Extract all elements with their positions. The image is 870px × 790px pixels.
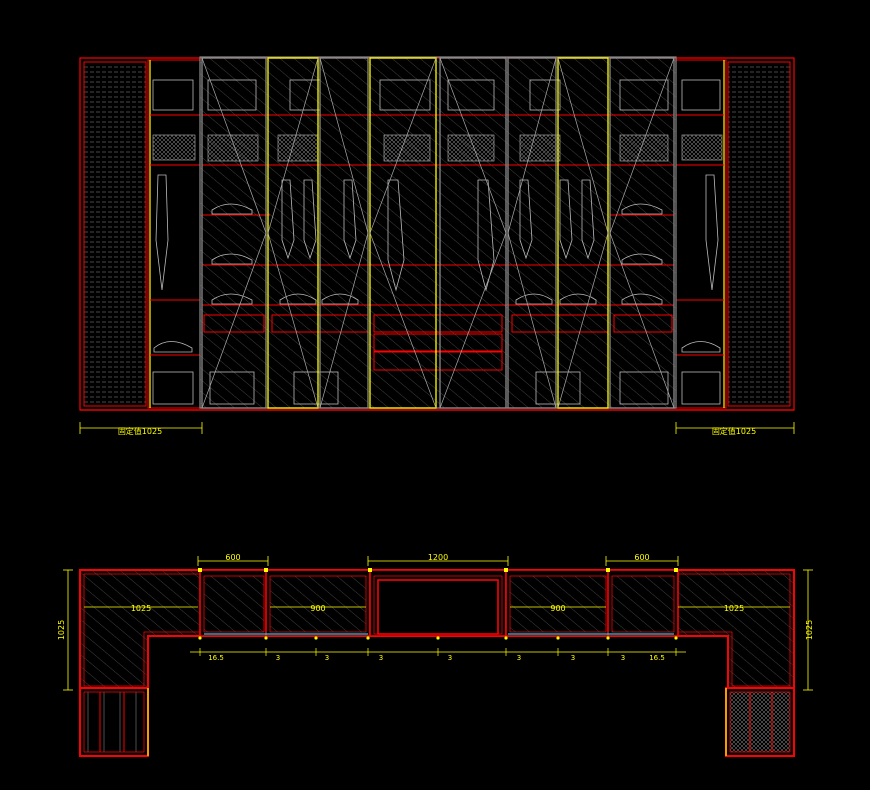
- plan-gap-dimension-5: 3: [448, 654, 452, 662]
- plan-side-dimension-lines: [63, 569, 813, 691]
- plan-bottom-left-cabinet: [79, 687, 149, 757]
- door-panels: [201, 57, 675, 409]
- plan-gap-dimension-line: [190, 648, 686, 656]
- plan-inner-dimension-2: 900: [310, 604, 325, 613]
- right-open-unit: [675, 59, 727, 409]
- plan-bottom-right-cabinet: [725, 687, 795, 757]
- plan-side-dimension-left: 1025: [57, 620, 66, 640]
- plan-gap-dimension-7: 3: [571, 654, 575, 662]
- plan-gap-dimension-3: 3: [325, 654, 329, 662]
- plan-gap-dimension-2: 3: [276, 654, 280, 662]
- plan-top-dimension-3: 600: [634, 553, 649, 562]
- right-wall-panel: [727, 61, 791, 407]
- plan-posts: [198, 568, 678, 640]
- elevation-right-dimension-label: 固定值1025: [712, 426, 756, 436]
- plan-gap-dimension-6: 3: [517, 654, 521, 662]
- plan-top-dimension-2: 1200: [428, 553, 448, 562]
- plan-inner-dimension-1: 1025: [131, 604, 151, 613]
- plan-module-hatch: [203, 575, 675, 633]
- center-island: [377, 579, 499, 635]
- door-swing-lines: [201, 57, 675, 409]
- plan-inner-dimension-4: 1025: [724, 604, 744, 613]
- left-wall-panel: [83, 61, 147, 407]
- plan-gap-dimension-9: 16.5: [649, 654, 665, 662]
- glass-wardrobe: [199, 56, 677, 409]
- plan-top-dimension-1: 600: [225, 553, 240, 562]
- plan-gap-dimension-8: 3: [621, 654, 625, 662]
- elevation-dimension-right: 固定值1025: [675, 422, 795, 436]
- plan-side-dimension-right: 1025: [805, 620, 814, 640]
- left-open-unit: [147, 59, 201, 409]
- plan-gap-dimension-4: 3: [379, 654, 383, 662]
- plan-gap-dimension-1: 16.5: [208, 654, 224, 662]
- elevation-left-dimension-label: 固定值1025: [118, 426, 162, 436]
- elevation-dimension-left: 固定值1025: [79, 422, 203, 436]
- plan-top-dimensions: [197, 556, 679, 566]
- plan-view: 600 1200 600 1025 900 900 1025 1025 1025: [57, 553, 814, 757]
- elevation-view: 固定值1025 固定值1025: [79, 56, 795, 436]
- plan-inner-dimension-3: 900: [550, 604, 565, 613]
